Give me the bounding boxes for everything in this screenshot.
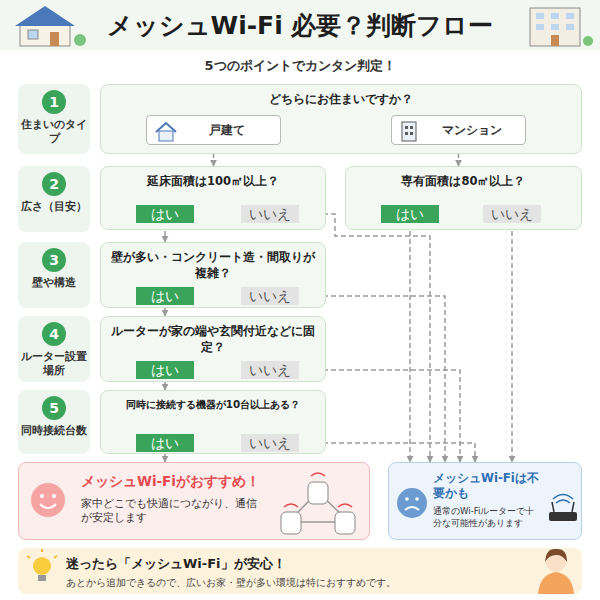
result-box: メッシュWi-Fiは不要かも通常のWi-Fiルーターで十分な可能性があります [388,462,582,540]
result-title: メッシュWi-Fiがおすすめ！ [81,473,261,491]
note-title: 迷ったら「メッシュWi-Fi」が安心！ [66,555,506,573]
step-number: 4 [42,322,66,346]
yes-button: はい [136,287,194,305]
question-box: 延床面積は100㎡以上？ はい いいえ [100,166,326,230]
button-text: いいえ [241,205,299,224]
step-name: 壁や構造 [29,276,79,290]
button-text: いいえ [241,287,299,306]
step-name: 同時接続台数 [18,424,90,438]
step-number: 2 [42,172,66,196]
subtitle-label: 5つのポイントでカンタン判定！ [100,57,500,75]
house-illustration [15,6,86,46]
question-text: 壁が多い・コンクリート造・間取りが複雑？ [111,250,315,281]
choice-box: マンション [391,115,526,145]
title-band [0,0,600,50]
step-label: 2 広さ（目安） [18,166,90,232]
no-button: いいえ [241,434,299,452]
button-text: はい [136,287,194,306]
result-text: 家中どこでも快適につながり、通信が安定します [81,496,261,525]
mesh-illustration [281,473,355,534]
no-button: いいえ [241,205,299,223]
question-box: どちらにお住まいですか？ 戸建て マンション [100,84,582,154]
step-name: 広さ（目安） [18,200,90,214]
note-banner: 迷ったら「メッシュWi-Fi」が安心！ あとから追加できるので、広いお家・壁が多い… [18,548,582,594]
button-text: いいえ [241,361,299,380]
no-button: いいえ [241,287,299,305]
lightbulb-icon [27,549,57,581]
building-icon [402,122,416,141]
result-text: 通常のWi-Fiルーターで十分な可能性があります [433,506,541,530]
question-box: 同時に接続する機器が10台以上ある？ はい いいえ [100,390,326,454]
no-connector [409,223,411,462]
step-label: 4 ルーター設置場所 [18,316,90,382]
question-text: 専有面積は80㎡以上？ [356,174,571,190]
step-label: 5 同時接続台数 [18,390,90,454]
step-number: 5 [42,396,66,420]
sad-face [397,488,427,518]
no-connector [511,223,513,462]
step-name: ルーター設置場所 [18,350,90,377]
yes-button: はい [381,205,439,223]
button-text: いいえ [483,205,541,224]
yes-button: はい [136,361,194,379]
person-illustration [538,549,574,594]
step-label: 1 住まいのタイプ [18,84,90,154]
question-text: 延床面積は100㎡以上？ [111,174,315,190]
result-title: メッシュWi-Fiは不要かも [433,471,541,501]
button-text: はい [136,205,194,224]
question-text: 同時に接続する機器が10台以上ある？ [111,398,315,412]
question-text: どちらにお住まいですか？ [111,92,571,108]
button-text: はい [136,434,194,453]
button-text: はい [136,361,194,380]
button-text: はい [381,205,439,224]
step-number: 3 [42,248,66,272]
button-text: マンション [442,122,502,139]
no-button: いいえ [483,205,541,223]
step-number: 1 [42,90,66,114]
building-illustration [530,8,593,46]
question-box: 壁が多い・コンクリート造・間取りが複雑？ はい いいえ [100,242,326,308]
no-button: いいえ [241,361,299,379]
question-box: 専有面積は80㎡以上？ はい いいえ [345,166,582,230]
step-name: 住まいのタイプ [18,118,90,145]
result-box: メッシュWi-Fiがおすすめ！ 家中どこでも快適につながり、通信が安定します [18,462,370,540]
button-text: いいえ [241,434,299,453]
step-label: 3 壁や構造 [18,242,90,308]
question-text: ルーターが家の端や玄関付近などに固定？ [111,324,315,355]
smile-face [31,483,65,517]
yes-button: はい [136,205,194,223]
button-text: 戸建て [209,122,245,139]
question-box: ルーターが家の端や玄関付近などに固定？ はい いいえ [100,316,326,382]
note-text: あとから追加できるので、広いお家・壁が多い環境は特におすすめです。 [66,576,506,590]
choice-box: 戸建て [146,115,281,145]
diagram-title: メッシュWi-Fi 必要？判断フロー [85,9,515,42]
yes-button: はい [136,434,194,452]
house-icon [156,123,176,141]
router-icon [549,495,577,522]
